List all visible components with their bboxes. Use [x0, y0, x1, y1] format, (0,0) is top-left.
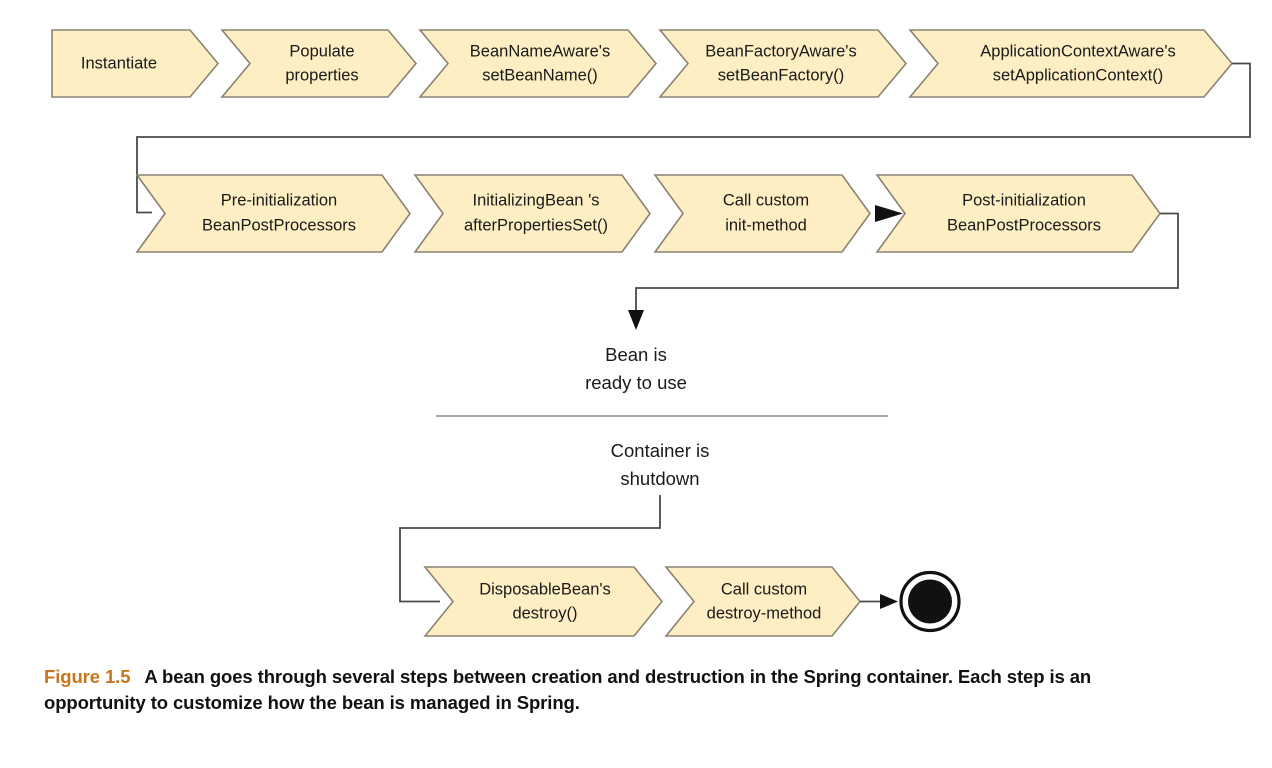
step-label-line2: properties [285, 66, 358, 84]
step-label-line1: ApplicationContextAware's [980, 42, 1175, 60]
state-bean-ready: Bean is ready to use [585, 344, 687, 393]
arrowhead-icon [880, 594, 898, 609]
state-label-line2: ready to use [585, 372, 687, 393]
step-label-line1: Post-initialization [962, 191, 1086, 209]
step-label-line1: BeanNameAware's [470, 42, 610, 60]
step-application-context-aware: ApplicationContextAware's setApplication… [908, 29, 1234, 98]
figure-number: Figure 1.5 [44, 666, 131, 687]
step-post-initialization: Post-initialization BeanPostProcessors [875, 174, 1161, 253]
chevron-shape [220, 29, 418, 98]
step-instantiate: Instantiate [51, 29, 220, 98]
step-label-line1: Pre-initialization [221, 191, 337, 209]
connector-row2-to-bean-ready [635, 212, 1179, 312]
chevron-shape [423, 566, 664, 637]
step-label-line2: setBeanFactory() [718, 66, 845, 84]
chevron-shape [135, 174, 411, 253]
step-pre-initialization: Pre-initialization BeanPostProcessors [135, 174, 411, 253]
step-bean-name-aware: BeanNameAware's setBeanName() [418, 29, 658, 98]
step-label-line2: destroy-method [707, 604, 822, 622]
chevron-shape [51, 29, 220, 98]
final-state-core [908, 579, 952, 624]
step-label-line2: afterPropertiesSet() [464, 216, 608, 234]
step-label-line2: destroy() [512, 604, 577, 622]
step-populate-properties: Populate properties [220, 29, 418, 98]
step-disposable-bean: DisposableBean's destroy() [423, 566, 664, 637]
state-label-line1: Container is [611, 440, 710, 461]
step-custom-init-method: Call custom init-method [653, 174, 871, 253]
step-label-line1: Instantiate [81, 54, 157, 72]
step-label-line2: BeanPostProcessors [947, 216, 1101, 234]
step-label-line2: setBeanName() [482, 66, 598, 84]
step-custom-destroy-method: Call custom destroy-method [664, 566, 862, 637]
chevron-shape [418, 29, 658, 98]
chevron-shape [875, 174, 1161, 253]
bean-lifecycle-diagram: Instantiate Populate properties BeanName… [51, 29, 1251, 637]
step-label-line2: setApplicationContext() [993, 66, 1164, 84]
step-label-line1: DisposableBean's [479, 580, 611, 598]
state-label-line2: shutdown [620, 468, 699, 489]
chevron-shape [658, 29, 908, 98]
step-label-line2: BeanPostProcessors [202, 216, 356, 234]
step-label-line1: Populate [289, 42, 354, 60]
arrowhead-icon [875, 205, 903, 222]
step-label-line2: init-method [725, 216, 807, 234]
step-initializing-bean: InitializingBean 's afterPropertiesSet() [413, 174, 651, 253]
final-state-node [899, 570, 961, 633]
chevron-shape [653, 174, 871, 253]
step-bean-factory-aware: BeanFactoryAware's setBeanFactory() [658, 29, 908, 98]
connector-shutdown-to-destroy [399, 495, 661, 603]
connector-row1-to-row2 [136, 62, 1251, 214]
step-label-line1: Call custom [723, 191, 809, 209]
chevron-shape [908, 29, 1234, 98]
figure-caption-text: A bean goes through several steps betwee… [44, 666, 1092, 714]
state-container-shutdown: Container is shutdown [611, 440, 710, 489]
step-label-line1: Call custom [721, 580, 807, 598]
step-label-line1: BeanFactoryAware's [705, 42, 856, 60]
state-label-line1: Bean is [605, 344, 667, 365]
step-label-line1: InitializingBean 's [473, 191, 600, 209]
chevron-shape [413, 174, 651, 253]
chevron-shape [664, 566, 862, 637]
arrowhead-icon [628, 310, 644, 330]
